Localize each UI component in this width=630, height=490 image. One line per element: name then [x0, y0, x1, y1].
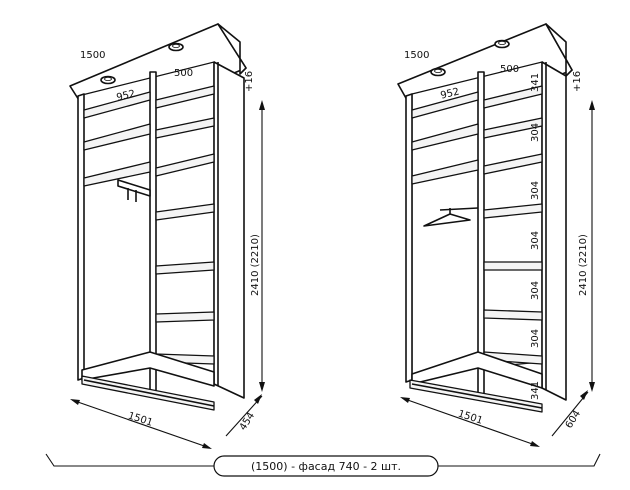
- spacing-label-7: 341: [530, 381, 541, 400]
- spacing-label-6: 304: [530, 329, 541, 348]
- left-shelf-depth-label: 952: [115, 88, 136, 103]
- right-side-wall: [541, 61, 567, 401]
- caption-brace: [45, 453, 601, 477]
- right-section-width-label: 500: [500, 64, 519, 75]
- right-bottom-width-label: 1501: [456, 408, 484, 426]
- right-dimensions: [400, 100, 595, 447]
- spacing-label-2: 304: [530, 123, 541, 142]
- right-width-top-label: 1500: [404, 50, 429, 61]
- caption-text: (1500) - фасад 740 - 2 шт.: [251, 460, 401, 473]
- left-height-label: 2410 (2210): [250, 234, 261, 296]
- left-side-wall: [213, 61, 245, 399]
- caption-box: [213, 455, 439, 477]
- right-shelf-depth-label: 952: [439, 86, 460, 101]
- left-dimensions: [70, 100, 265, 449]
- right-depth-label: 604: [564, 409, 583, 431]
- right-plus-label: +16: [572, 71, 583, 92]
- left-width-top-label: 1500: [80, 50, 105, 61]
- right-height-label: 2410 (2210): [578, 234, 589, 296]
- left-plus-label: +16: [244, 71, 255, 92]
- left-bottom-width-label: 1501: [126, 410, 154, 428]
- right-wardrobe: [397, 23, 573, 413]
- spacing-label-3: 304: [530, 181, 541, 200]
- left-section-width-label: 500: [174, 68, 193, 79]
- left-divider: [149, 71, 157, 399]
- spacing-label-4: 304: [530, 231, 541, 250]
- left-wardrobe: [69, 23, 247, 411]
- right-divider: [477, 71, 485, 399]
- spacing-label-5: 304: [530, 281, 541, 300]
- spacing-label-1: 341: [530, 73, 541, 92]
- left-depth-label: 454: [238, 411, 257, 433]
